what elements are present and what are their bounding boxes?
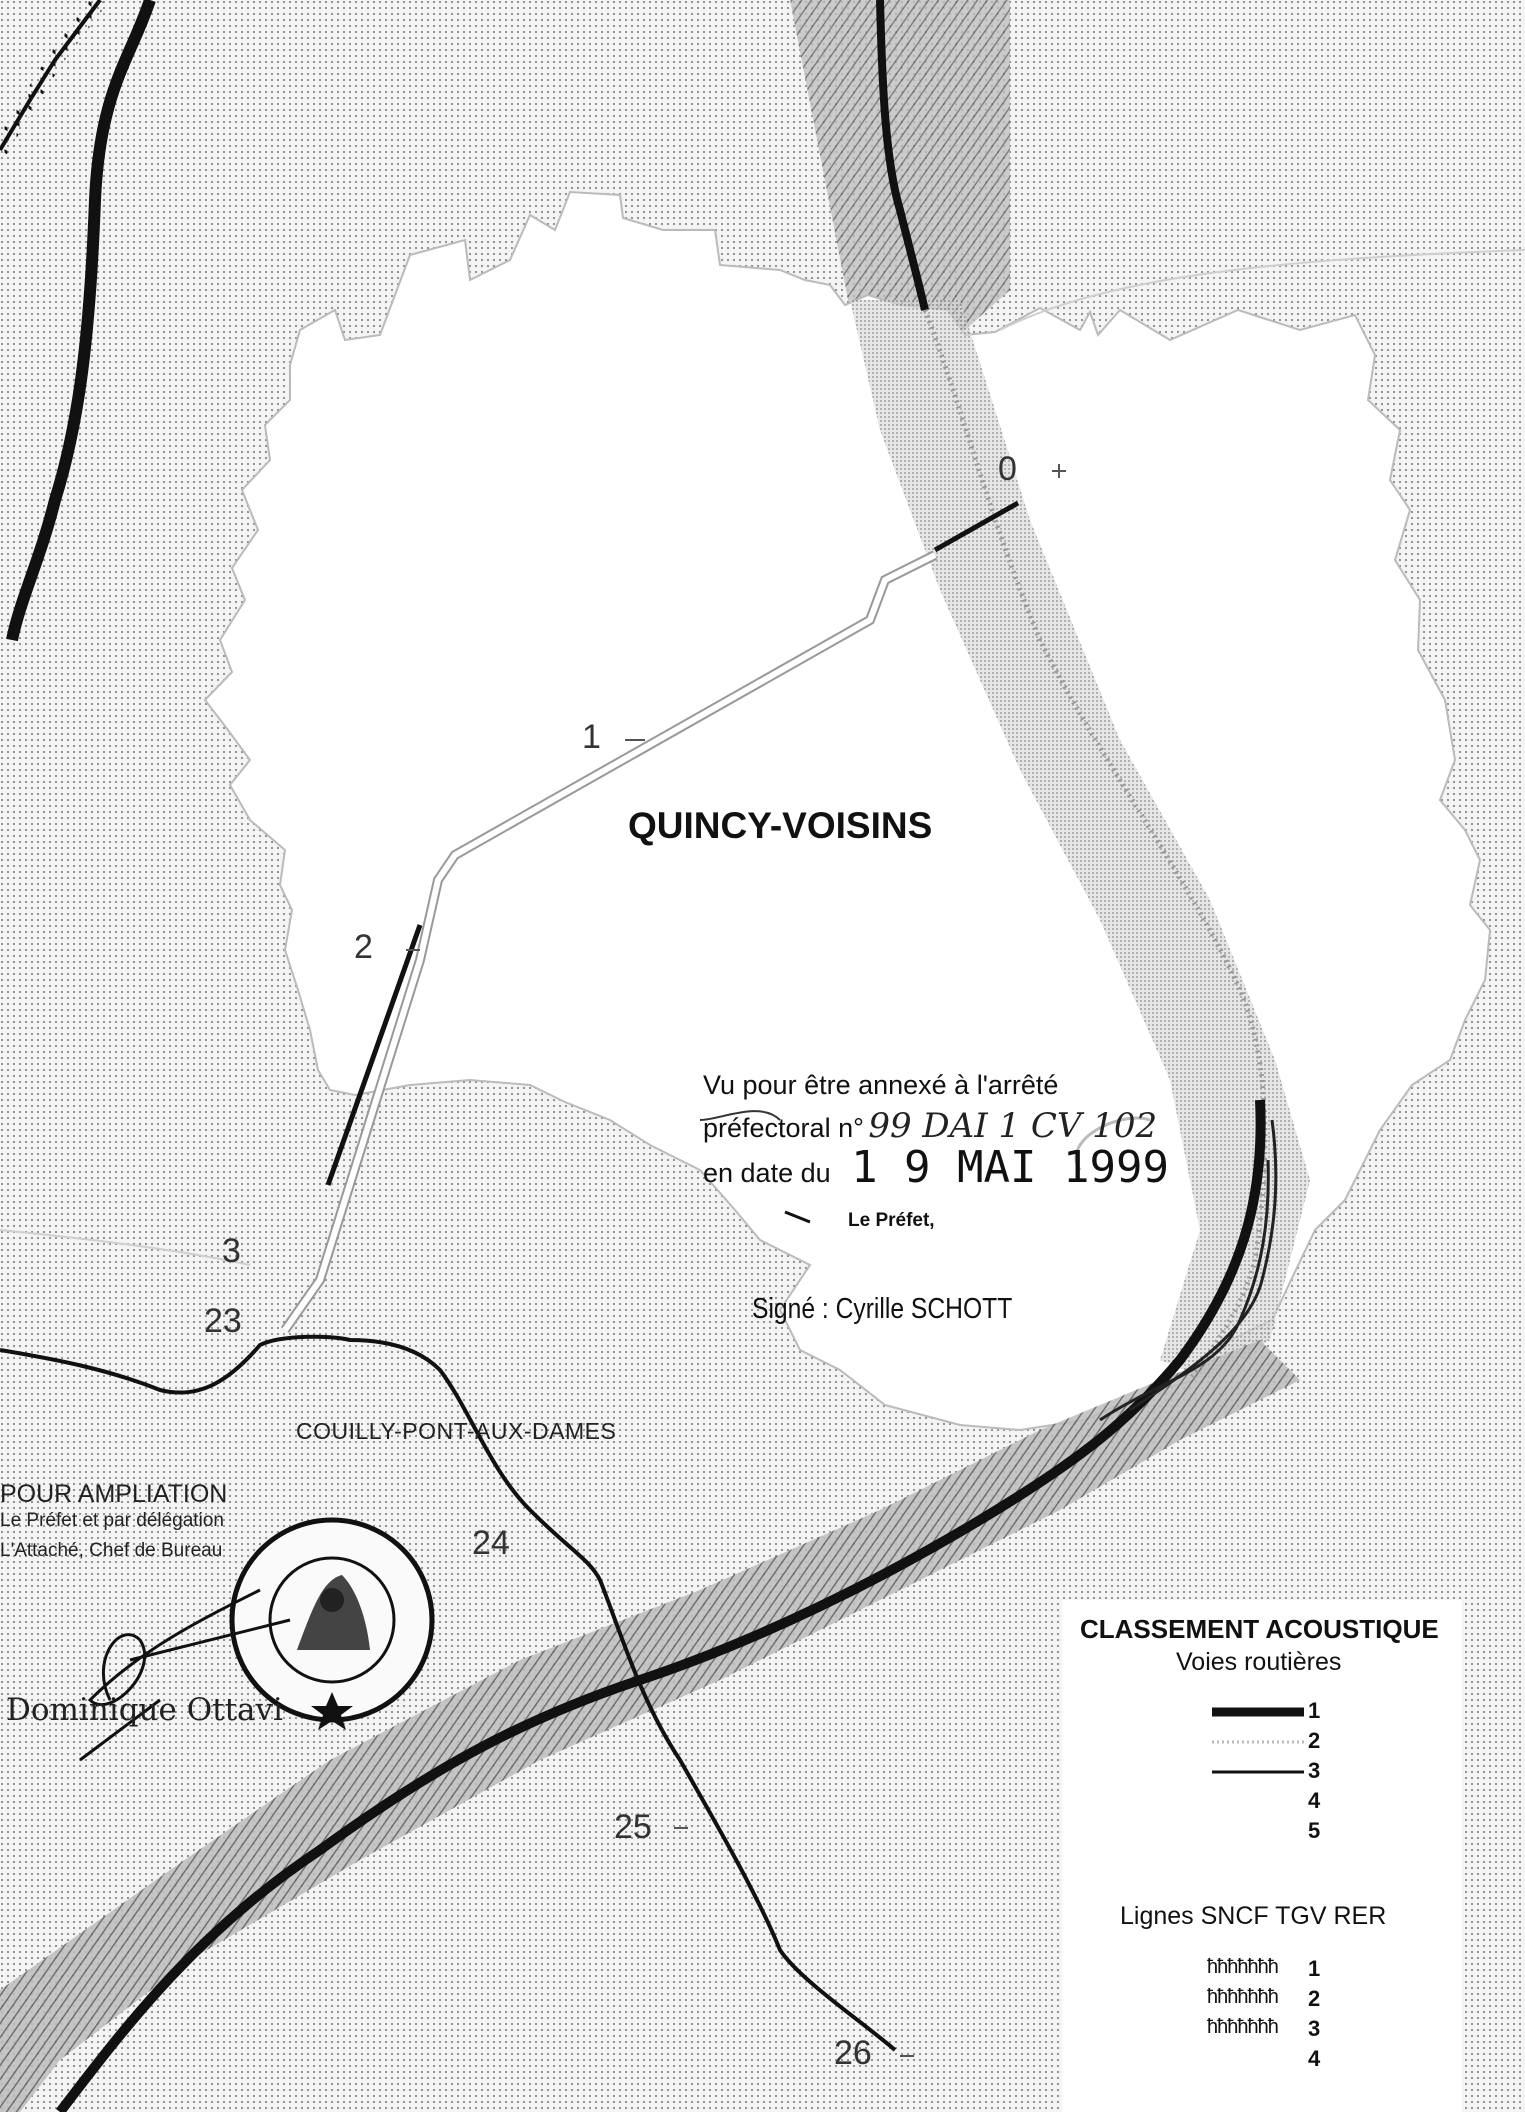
rail-track-icon: ħħħħħħħ	[1207, 1986, 1279, 2008]
legend-rail-title: Lignes SNCF TGV RER	[1120, 1902, 1387, 1930]
rail-track-icon	[0, 0, 102, 152]
contour-line	[0, 1229, 251, 1266]
road-nw-class1	[6, 0, 156, 642]
road-class3-parallel-b	[1129, 1119, 1278, 1412]
legend-rail-class-1: 1	[1308, 1956, 1321, 1981]
signature-icon	[79, 1588, 291, 1762]
arrete-date: 1 9 MAI 1999	[851, 1142, 1169, 1193]
legend-rail-class-3: 3	[1308, 2016, 1321, 2041]
legend-rail-class-4: 4	[1308, 2046, 1321, 2071]
arrete-number: 99 DAI 1 CV 102	[868, 1106, 1158, 1146]
km-marker-23: 23	[204, 1302, 242, 1340]
legend-road-class-2: 2	[1308, 1728, 1321, 1753]
legend-road-class-5: 5	[1308, 1818, 1321, 1843]
prefet-label: Le Préfet,	[848, 1210, 935, 1231]
km-marker-1: 1	[582, 718, 601, 756]
ampliation-title: POUR AMPLIATION	[0, 1480, 228, 1508]
km-marker-26: 26	[834, 2034, 872, 2072]
ampliation-line-1: Le Préfet et par délégation	[0, 1510, 224, 1531]
legend: CLASSEMENT ACOUSTIQUE Voies routières 1 …	[1062, 1600, 1462, 2112]
signed-by: Signé : Cyrille SCHOTT	[752, 1293, 1013, 1325]
town-label-quincy-voisins: QUINCY-VOISINS	[628, 805, 933, 846]
legend-swatches	[1212, 1707, 1304, 1774]
legend-road-class-4: 4	[1308, 1788, 1321, 1813]
road-segment-marker2	[325, 924, 423, 1186]
legend-rail-class-2: 2	[1308, 1986, 1321, 2011]
rail-track-icon: ħħħħħħħ	[1207, 2016, 1279, 2038]
km-marker-24: 24	[472, 1524, 510, 1562]
road-north-class1	[876, 0, 929, 311]
legend-title: CLASSEMENT ACOUSTIQUE	[1080, 1614, 1439, 1644]
ampliation-line-2: L'Attaché, Chef de Bureau	[0, 1540, 223, 1561]
commune-quincy-voisins	[203, 190, 1492, 1432]
legend-road-class-1: 1	[1308, 1698, 1321, 1723]
km-marker-0: 0	[998, 450, 1017, 488]
south-noise-corridor	[0, 1340, 1300, 2112]
rail-track-icon: ħħħħħħħ	[1207, 1956, 1279, 1978]
legend-road-class-3: 3	[1308, 1758, 1321, 1783]
legend-roads-title: Voies routières	[1176, 1648, 1342, 1676]
annex-line-2: préfectoral n° 99 DAI 1 CV 102	[703, 1106, 1157, 1146]
km-marker-3: 3	[222, 1232, 241, 1270]
road-south-class1	[56, 1099, 1266, 2112]
road-class3-west	[0, 1334, 897, 2052]
date-prefix: en date du	[703, 1158, 831, 1188]
town-label-couilly: COUILLY-PONT-AUX-DAMES	[296, 1418, 617, 1444]
road-noise-band-light	[850, 300, 1310, 1380]
contour-line	[999, 249, 1525, 331]
annex-line-1: Vu pour être annexé à l'arrêté	[703, 1070, 1059, 1100]
seal-icon	[229, 1517, 435, 1730]
road-segment-marker0	[933, 500, 1020, 553]
annex-line-3: en date du 1 9 MAI 1999	[703, 1142, 1169, 1193]
annex-prefix: préfectoral n°	[703, 1113, 864, 1143]
ampliation-signer: Dominique Ottavi	[6, 1692, 283, 1728]
km-marker-25: 25	[614, 1808, 652, 1846]
north-noise-corridor	[780, 0, 1010, 330]
km-marker-2: 2	[354, 928, 373, 966]
